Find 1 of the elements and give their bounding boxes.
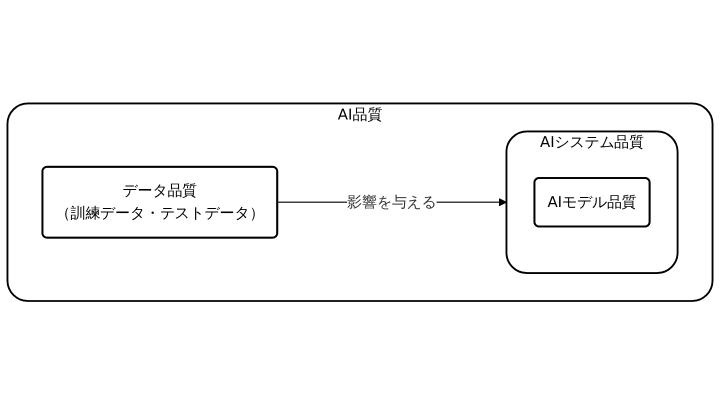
edge-label: 影響を与える [347,193,437,211]
